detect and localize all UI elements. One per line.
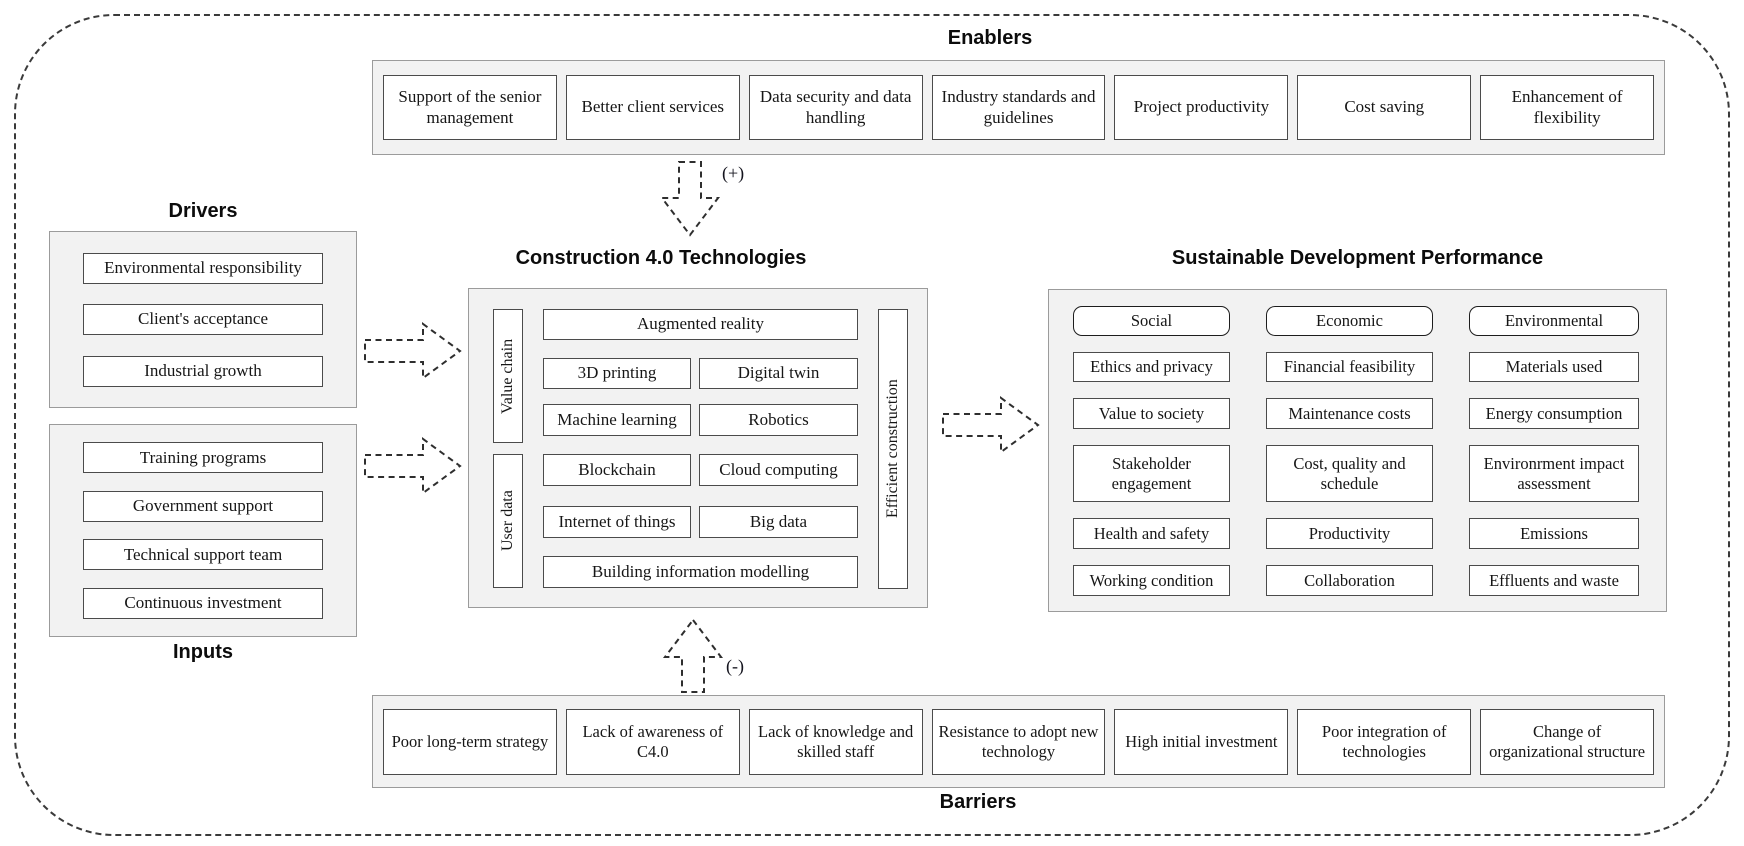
user-data-side-label: User data	[493, 454, 523, 588]
tech-box: Blockchain	[543, 454, 691, 486]
outer-dashed-border	[14, 14, 1730, 836]
tech-box: Building information modelling	[543, 556, 858, 588]
enablers-panel: Support of the senior management Better …	[372, 60, 1665, 155]
tech-box: Big data	[699, 506, 858, 538]
economic-item-box: Productivity	[1266, 518, 1433, 549]
driver-box: Client's acceptance	[83, 304, 323, 335]
enabler-box: Better client services	[565, 75, 740, 140]
driver-box: Industrial growth	[83, 355, 323, 387]
barriers-title: Barriers	[939, 791, 1017, 813]
input-box: Training programs	[83, 442, 323, 474]
barrier-box: Lack of awareness of C4.0	[565, 708, 740, 775]
barrier-box: Poor integration of technologies	[1297, 708, 1472, 775]
tech-box: Robotics	[699, 404, 858, 436]
enabler-box: Support of the senior management	[383, 75, 557, 140]
environmental-item-box: Emissions	[1469, 518, 1639, 549]
enabler-box: Industry standards and guidelines	[931, 75, 1106, 140]
barrier-box: Lack of knowledge and skilled staff	[748, 708, 923, 775]
tech-box: Augmented reality	[543, 309, 858, 340]
environmental-item-box: Effluents and waste	[1469, 565, 1639, 596]
enabler-box: Cost saving	[1297, 75, 1472, 140]
environmental-header: Environmental	[1469, 306, 1639, 336]
enabler-box: Enhancement of flexibility	[1480, 75, 1655, 140]
input-box: Government support	[83, 490, 323, 522]
efficient-construction-side-label: Efficient construction	[878, 309, 908, 589]
economic-header: Economic	[1266, 306, 1433, 336]
social-item-box: Working condition	[1073, 565, 1230, 596]
input-box: Technical support team	[83, 539, 323, 571]
enabler-box: Project productivity	[1114, 75, 1289, 140]
economic-item-box: Cost, quality and schedule	[1266, 445, 1433, 502]
inputs-panel: Training programs Government support Tec…	[49, 424, 357, 637]
social-item-box: Ethics and privacy	[1073, 352, 1230, 382]
technologies-title: Construction 4.0 Technologies	[515, 247, 807, 269]
tech-box: Digital twin	[699, 358, 858, 389]
barrier-box: Resistance to adopt new technology	[931, 708, 1106, 775]
tech-box: 3D printing	[543, 358, 691, 389]
enablers-title: Enablers	[947, 27, 1033, 49]
performance-title: Sustainable Development Performance	[1171, 247, 1544, 269]
economic-item-box: Financial feasibility	[1266, 352, 1433, 382]
performance-panel: Social Economic Environmental Ethics and…	[1048, 289, 1667, 612]
inputs-title: Inputs	[173, 641, 233, 663]
social-item-box: Value to society	[1073, 398, 1230, 429]
tech-box: Internet of things	[543, 506, 691, 538]
driver-box: Environmental responsibility	[83, 252, 323, 284]
economic-item-box: Collaboration	[1266, 565, 1433, 596]
tech-box: Cloud computing	[699, 454, 858, 486]
barriers-panel: Poor long-term strategy Lack of awarenes…	[372, 695, 1665, 788]
drivers-panel: Environmental responsibility Client's ac…	[49, 231, 357, 408]
input-box: Continuous investment	[83, 587, 323, 619]
social-item-box: Stakeholder engagement	[1073, 445, 1230, 502]
environmental-item-box: Environrment impact assessment	[1469, 445, 1639, 502]
barrier-box: High initial investment	[1114, 708, 1289, 775]
social-header: Social	[1073, 306, 1230, 336]
barrier-box: Change of organizational structure	[1480, 708, 1655, 775]
negative-sign-label: (-)	[726, 656, 744, 676]
environmental-item-box: Energy consumption	[1469, 398, 1639, 429]
tech-box: Machine learning	[543, 404, 691, 436]
enabler-box: Data security and data handling	[748, 75, 923, 140]
positive-sign-label: (+)	[722, 163, 745, 183]
barrier-box: Poor long-term strategy	[383, 708, 557, 775]
environmental-item-box: Materials used	[1469, 352, 1639, 382]
value-chain-side-label: Value chain	[493, 309, 523, 443]
technologies-panel: Value chain User data Efficient construc…	[468, 288, 928, 608]
social-item-box: Health and safety	[1073, 518, 1230, 549]
drivers-title: Drivers	[168, 200, 238, 222]
economic-item-box: Maintenance costs	[1266, 398, 1433, 429]
